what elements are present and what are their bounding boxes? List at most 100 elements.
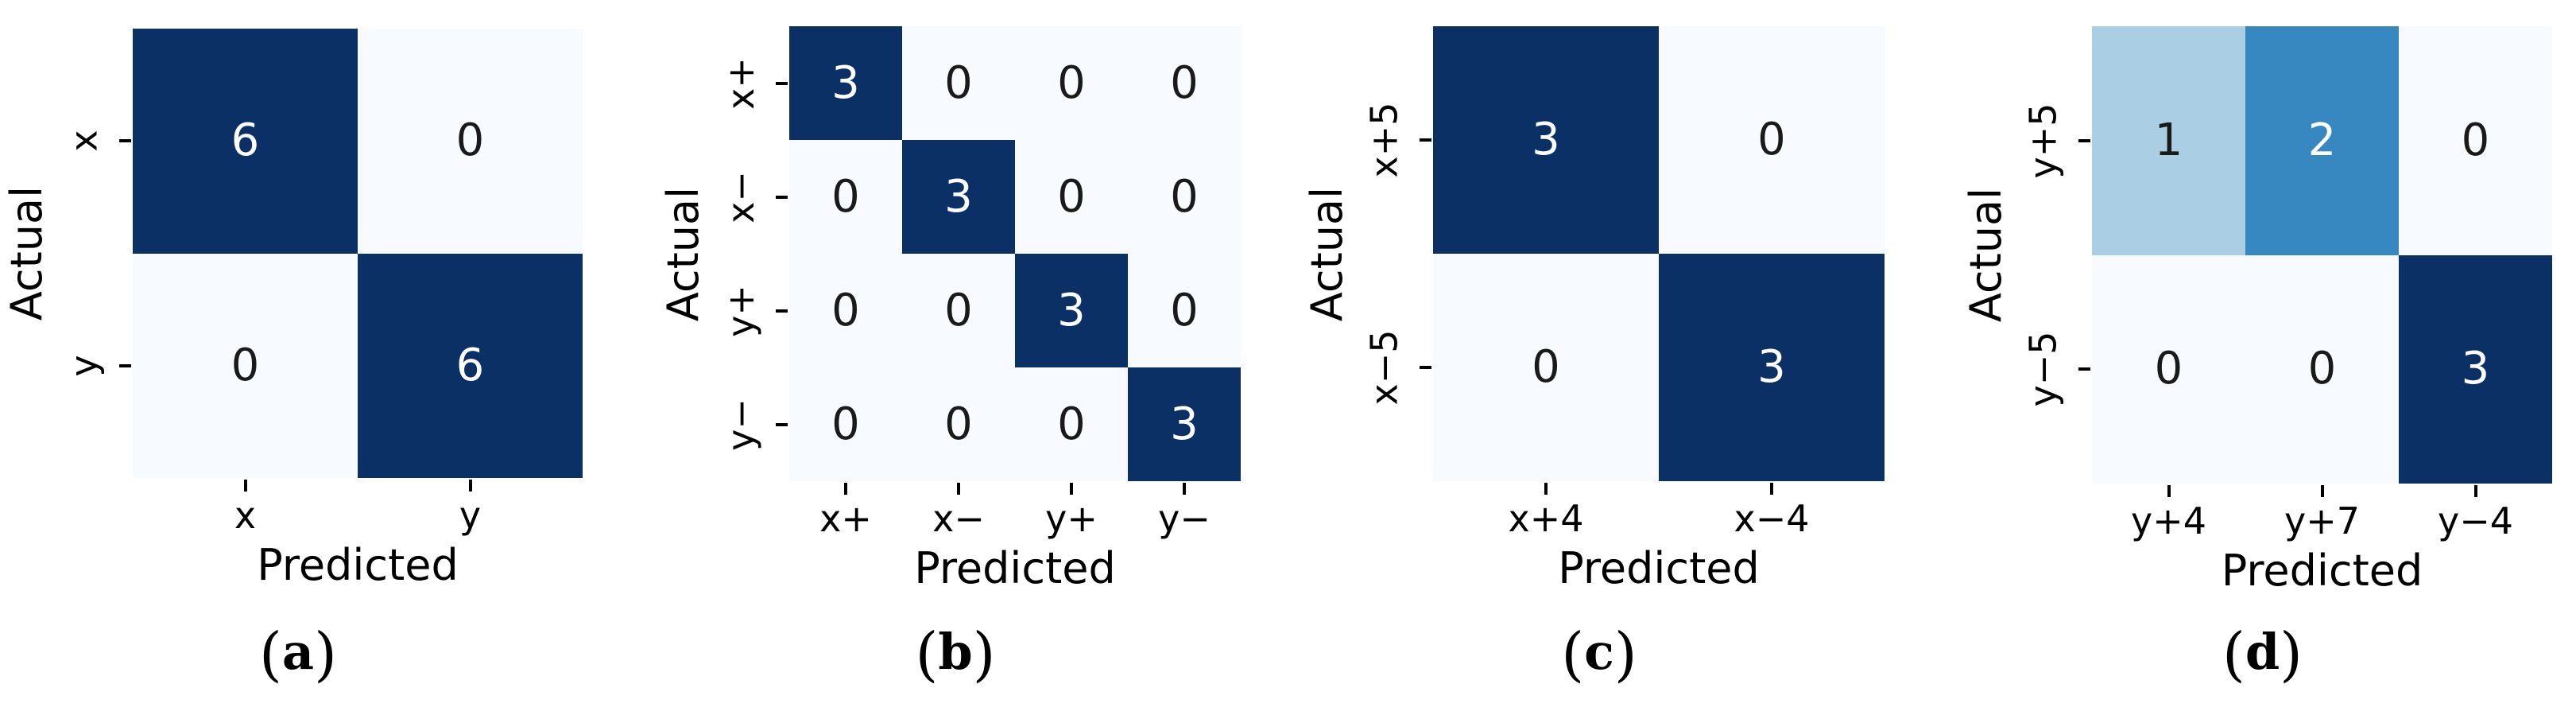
row-tick-label-box: y− <box>711 367 770 481</box>
row-tick-label: x−5 <box>1363 329 1407 406</box>
matrix-cell-b-r2c2: 3 <box>1015 254 1128 367</box>
y-axis-label: Actual <box>1302 186 1353 321</box>
y-axis-tick <box>776 422 788 426</box>
col-tick-label: x+ <box>819 497 872 540</box>
matrix-cell-b-r2c3: 0 <box>1128 254 1241 367</box>
col-tick-label: x− <box>932 497 985 540</box>
y-axis-tick <box>1420 366 1431 369</box>
cell-value: 3 <box>1532 114 1560 165</box>
matrix-cell-b-r1c2: 0 <box>1015 140 1128 254</box>
y-axis-tick <box>776 81 788 85</box>
row-tick-label-box: y+5 <box>2014 26 2073 255</box>
col-tick-label: y− <box>1158 497 1211 540</box>
matrix-cell-c-r1c0: 0 <box>1433 254 1659 481</box>
row-tick-label-box: y+ <box>711 254 770 367</box>
y-axis-tick <box>119 139 131 143</box>
y-axis-tick <box>776 309 788 313</box>
matrix-cell-d-r1c2: 3 <box>2399 255 2552 484</box>
col-tick-label: y+ <box>1045 497 1098 540</box>
x-axis-label: Predicted <box>1558 543 1760 593</box>
cell-value: 0 <box>944 284 973 336</box>
cell-value: 0 <box>2307 343 2337 395</box>
panel-caption-c: (c) <box>1314 625 1885 705</box>
matrix-cell-c-r0c0: 3 <box>1433 26 1659 254</box>
caption-close-paren: ) <box>972 620 996 689</box>
row-tick-label-box: x+ <box>711 26 770 140</box>
row-tick-label-box: x+5 <box>1355 26 1414 254</box>
cell-value: 0 <box>230 339 260 391</box>
matrix-cell-d-r0c1: 2 <box>2245 26 2399 255</box>
cell-value: 2 <box>2307 114 2337 166</box>
matrix-cell-d-r1c1: 0 <box>2245 255 2399 484</box>
panel-caption-d: (d) <box>1973 625 2552 705</box>
row-tick-label: x− <box>719 170 762 223</box>
y-axis-tick <box>119 363 131 367</box>
matrix-cell-b-r3c3: 3 <box>1128 367 1241 481</box>
heatmap-grid-a: 6 0 0 6 <box>133 29 583 478</box>
row-tick-label: y−5 <box>2022 331 2066 407</box>
x-axis-label: Predicted <box>257 540 459 590</box>
matrix-cell-b-r3c1: 0 <box>902 367 1015 481</box>
matrix-cell-a-r0c1: 0 <box>358 29 583 254</box>
caption-open-paren: ( <box>1561 620 1585 689</box>
caption-letter: c <box>1584 623 1614 681</box>
cell-value: 3 <box>2461 343 2490 395</box>
x-axis-tick <box>1544 483 1548 495</box>
row-tick-label-box: x− <box>711 140 770 254</box>
matrix-cell-b-r0c3: 0 <box>1128 26 1241 140</box>
y-axis-label: Actual <box>2 185 52 321</box>
cell-value: 3 <box>1057 284 1086 336</box>
y-axis-label-box: Actual <box>658 26 709 481</box>
caption-open-paren: ( <box>259 620 282 689</box>
x-axis-tick <box>957 483 960 495</box>
cell-value: 6 <box>230 115 260 167</box>
cell-value: 3 <box>944 170 973 223</box>
cell-value: 6 <box>455 339 485 391</box>
cell-value: 0 <box>1057 56 1086 109</box>
matrix-cell-d-r0c0: 1 <box>2092 26 2245 255</box>
x-axis-label: Predicted <box>914 543 1116 593</box>
y-axis-label-box: Actual <box>1962 26 2012 484</box>
y-axis-label-box: Actual <box>1302 26 1353 481</box>
x-axis-tick <box>2320 485 2324 497</box>
row-tick-label-box: x−5 <box>1355 254 1414 481</box>
caption-letter: b <box>938 623 973 681</box>
matrix-cell-b-r2c0: 0 <box>789 254 902 367</box>
matrix-cell-b-r1c3: 0 <box>1128 140 1241 254</box>
matrix-cell-c-r1c1: 3 <box>1659 254 1885 481</box>
matrix-cell-d-r1c0: 0 <box>2092 255 2245 484</box>
row-tick-label: y− <box>719 398 762 451</box>
y-axis-label-box: Actual <box>2 29 52 478</box>
col-tick-label: y−4 <box>2437 499 2514 542</box>
row-tick-label-box: y−5 <box>2014 255 2073 484</box>
col-tick-label: x−4 <box>1733 497 1810 540</box>
matrix-cell-b-r0c1: 0 <box>902 26 1015 140</box>
x-axis-tick <box>1183 483 1186 495</box>
panel-caption-b: (b) <box>670 625 1241 705</box>
matrix-cell-b-r0c0: 3 <box>789 26 902 140</box>
cell-value: 0 <box>455 115 485 167</box>
cell-value: 0 <box>944 398 973 450</box>
col-tick-label: x <box>234 494 257 537</box>
cell-value: 0 <box>944 56 973 109</box>
cell-value: 0 <box>831 170 860 223</box>
y-axis-tick <box>776 195 788 199</box>
cell-value: 0 <box>831 398 860 450</box>
matrix-cell-b-r0c2: 0 <box>1015 26 1128 140</box>
cell-value: 0 <box>1057 398 1086 450</box>
col-tick-label: y+7 <box>2284 499 2361 542</box>
y-axis-label: Actual <box>658 186 709 321</box>
x-axis-label: Predicted <box>2221 546 2423 596</box>
cell-value: 0 <box>1170 170 1199 223</box>
col-tick-label: y <box>459 494 482 537</box>
x-axis-tick <box>243 480 247 492</box>
x-axis-tick <box>1770 483 1773 495</box>
x-axis-tick <box>1070 483 1073 495</box>
col-tick-label: x+4 <box>1508 497 1584 540</box>
matrix-cell-a-r1c0: 0 <box>133 253 358 478</box>
